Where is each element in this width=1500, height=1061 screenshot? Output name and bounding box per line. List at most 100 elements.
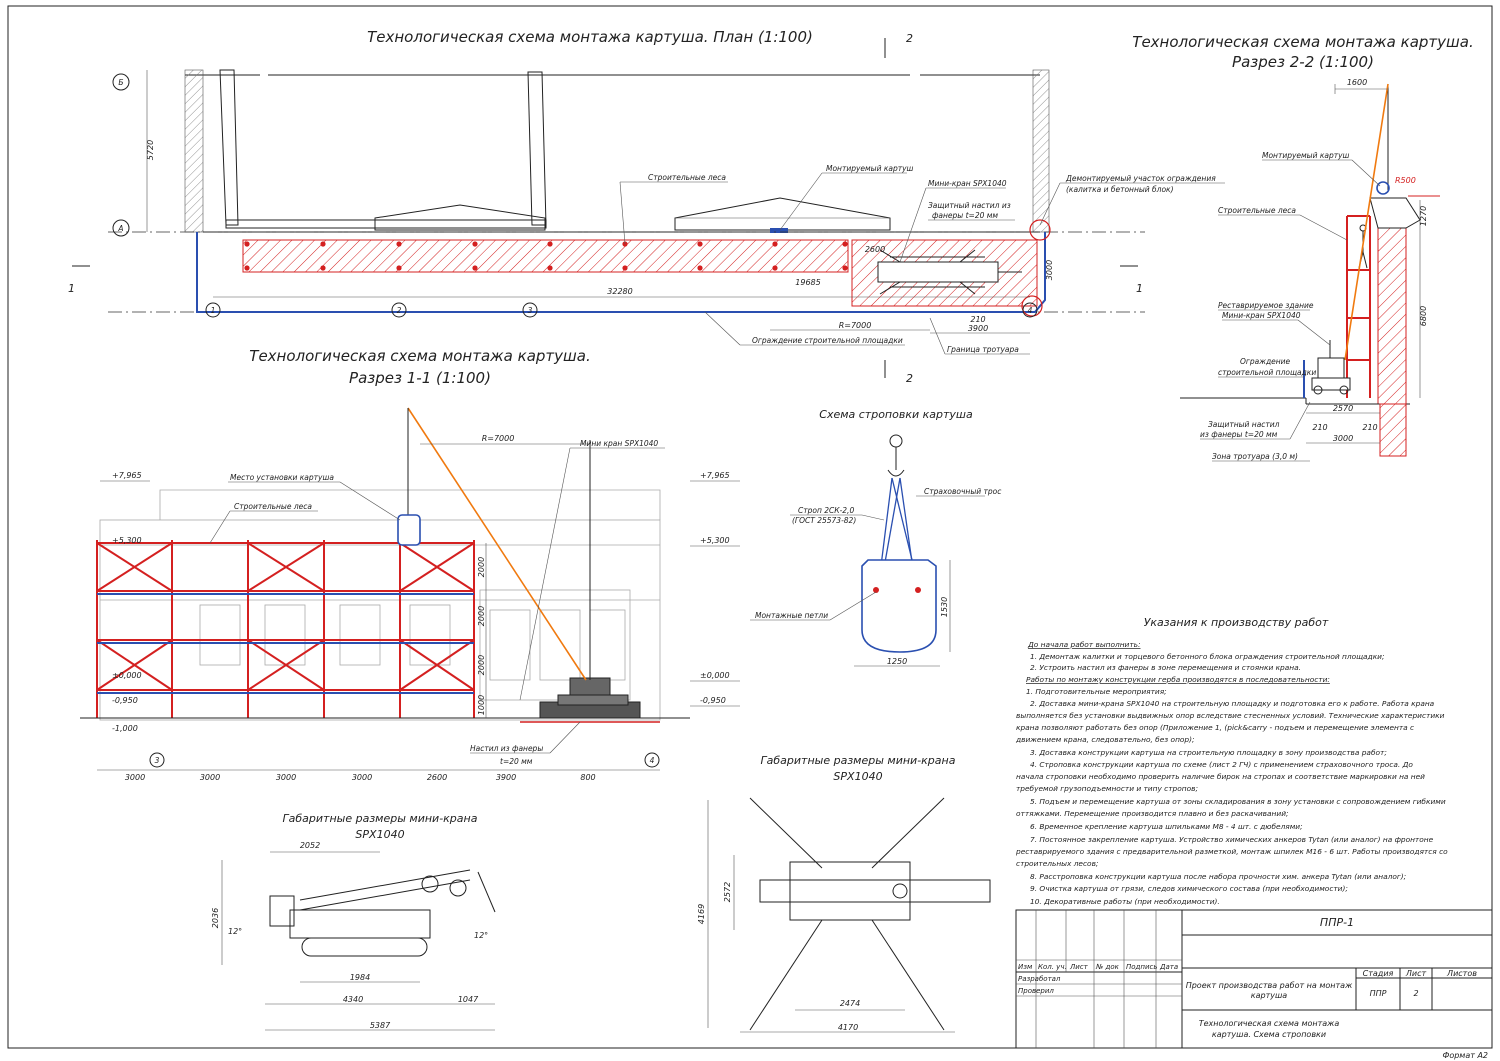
- s11-label-scaffold: Строительные леса: [234, 502, 312, 511]
- s11-dim-5: 3900: [496, 773, 516, 782]
- slinging-label-sling-1: Строп 2СК-2,0: [798, 506, 854, 515]
- format-label: Формат А2: [1442, 1051, 1488, 1060]
- instr-m4b: начала строповки необходимо проверить на…: [1016, 772, 1425, 781]
- instructions-title: Указания к производству работ: [1144, 616, 1329, 629]
- plan-wall-left: [184, 69, 204, 233]
- s11-dim-4: 2600: [427, 773, 447, 782]
- instr-m2d: движением крана, следовательно, без опор…: [1015, 735, 1194, 744]
- crane-left-drawing: [269, 869, 496, 957]
- tb-desc-2: картуша. Схема строповки: [1212, 1030, 1326, 1039]
- crane-mid-2572: 2572: [723, 882, 732, 902]
- instr-m6: 6. Временное крепление картуша шпильками…: [1030, 822, 1303, 831]
- crane-left-2036: 2036: [211, 908, 220, 928]
- plan-label-dismantle-2: (калитка и бетонный блок): [1066, 185, 1174, 194]
- tb-code: ППР-1: [1320, 916, 1354, 929]
- crane-mid-drawing: [749, 797, 991, 1031]
- s22-label-deck-1: Защитный настил: [1208, 420, 1280, 429]
- slinging-label-loops: Монтажные петли: [755, 611, 828, 620]
- crane-left-1984: 1984: [350, 973, 370, 982]
- plan-axis-4-label: 4: [1028, 306, 1033, 315]
- slinging-cartouche: [861, 559, 937, 653]
- instr-l1: 1. Демонтаж калитки и торцевого бетонног…: [1030, 652, 1384, 661]
- s22-wall: [1377, 227, 1407, 405]
- cut-2-top: 2: [906, 32, 913, 45]
- s22-dim-210a: 210: [1312, 423, 1327, 432]
- tb-col-list: Лист: [1069, 963, 1089, 971]
- plan-wall-right: [1032, 69, 1050, 233]
- plan-dim-r7000: R=7000: [839, 321, 872, 330]
- s22-dim-2570: 2570: [1333, 404, 1353, 413]
- plan-site-fence: [196, 232, 1046, 313]
- crane-left-1047: 1047: [458, 995, 479, 1004]
- plan-axis-3: [522, 302, 538, 318]
- s22-label-deck-2: из фанеры t=20 мм: [1200, 430, 1278, 439]
- lvl-7965-right: +7,965: [700, 471, 730, 480]
- s11-facade: [99, 489, 661, 721]
- crane-mid-4170: 4170: [838, 1023, 858, 1032]
- instr-m2a: 2. Доставка мини-крана SPX1040 на строит…: [1030, 699, 1435, 708]
- crane-left-title-2: SPX1040: [355, 828, 404, 841]
- s11-cartouche-icon: [397, 514, 421, 546]
- crane-dims-left: Габаритные размеры мини-крана SPX1040 20…: [211, 812, 496, 1031]
- s22-dim-1270: 1270: [1419, 206, 1428, 226]
- tb-row-prover: Проверил: [1018, 987, 1054, 995]
- cut-2-bottom: 2: [906, 372, 913, 385]
- plan-axis-2-label: 2: [397, 306, 402, 315]
- instr-m7c: строительных лесов;: [1016, 859, 1098, 868]
- sheet-border: [7, 5, 1493, 1049]
- cut-1-left: 1: [68, 282, 75, 295]
- s11-label-deck-1: Настил из фанеры: [470, 744, 543, 753]
- plan-scaffold: [242, 239, 849, 273]
- axis-a-label: А: [117, 224, 123, 233]
- tb-col-ndok: № док: [1095, 963, 1120, 971]
- section22-title-1: Технологическая схема монтажа картуша.: [1132, 33, 1473, 51]
- plan-dim-19685: 19685: [795, 278, 820, 287]
- slinging-label-sling-2: (ГОСТ 25573-82): [792, 516, 856, 525]
- lvl-m095-right: -0,950: [700, 696, 726, 705]
- tb-row-razrab: Разработал: [1018, 975, 1061, 983]
- plan-label-scaffold: Строительные леса: [648, 173, 726, 182]
- crane-mid-title-2: SPX1040: [833, 770, 882, 783]
- s11-dim-0: 3000: [125, 773, 145, 782]
- tb-col-kol: Кол. уч.: [1038, 963, 1067, 971]
- slinging-title: Схема строповки картуша: [819, 408, 973, 421]
- plan-label-deck-1: Защитный настил из: [928, 201, 1011, 210]
- s11-axis-4: 4: [650, 756, 655, 765]
- lvl-0-right: ±0,000: [700, 671, 730, 680]
- plan-label-fence: Ограждение строительной площадки: [752, 336, 903, 345]
- tb-sheet-v: 2: [1413, 989, 1418, 998]
- crane-left-angle-r: 12°: [474, 931, 488, 940]
- crane-mid-2474: 2474: [840, 999, 860, 1008]
- axis-a-marker: [112, 219, 130, 237]
- plan-dim-3000: 3000: [1045, 260, 1054, 280]
- plan-dim-5720: 5720: [146, 140, 155, 160]
- tb-desc-1: Технологическая схема монтажа: [1199, 1019, 1340, 1028]
- plan-axis-2: [391, 302, 407, 318]
- s11-crane-icon: [539, 677, 641, 719]
- plan-label-crane: Мини-кран SPX1040: [928, 179, 1007, 188]
- s11-label-deck-2: t=20 мм: [500, 757, 533, 766]
- title-block: ППР-1 Изм Кол. уч. Лист № док Подпись Да…: [1015, 909, 1493, 1049]
- s11-axis-3: 3: [155, 756, 160, 765]
- instr-head2: Работы по монтажу конструкции герба прои…: [1026, 675, 1330, 684]
- cut-1-right: 1: [1136, 282, 1143, 295]
- plan-view: Технологическая схема монтажа картуша. П…: [68, 28, 1225, 385]
- tb-col-data: Дата: [1159, 963, 1178, 971]
- instr-m4a: 4. Строповка конструкции картуша по схем…: [1030, 760, 1413, 769]
- s22-crane-icon: [1311, 340, 1351, 395]
- s22-dim-3000: 3000: [1333, 434, 1353, 443]
- instr-m7b: реставрируемого здания с предварительной…: [1015, 847, 1448, 856]
- s22-dim-6800: 6800: [1419, 306, 1428, 326]
- instr-m8: 8. Расстроповка конструкции картуша посл…: [1030, 872, 1406, 881]
- s11-dimension-chain: 3000 3000 3000 3000 2600 3900 800: [125, 773, 596, 782]
- plan-label-cartouche: Монтируемый картуш: [826, 164, 914, 173]
- s22-dim-210b: 210: [1362, 423, 1377, 432]
- crane-left-2052: 2052: [300, 841, 320, 850]
- s22-label-fence-2: строительной площадки: [1218, 368, 1316, 377]
- s22-label-zone: Зона тротуара (3,0 м): [1212, 452, 1298, 461]
- s11-h2000a: 2000: [477, 557, 486, 577]
- lvl-7965-left: +7,965: [112, 471, 142, 480]
- plan-pediment-1: [374, 204, 546, 231]
- instr-m3: 3. Доставка конструкции картуша на строи…: [1030, 748, 1387, 757]
- lvl-m095-left: -0,950: [112, 696, 138, 705]
